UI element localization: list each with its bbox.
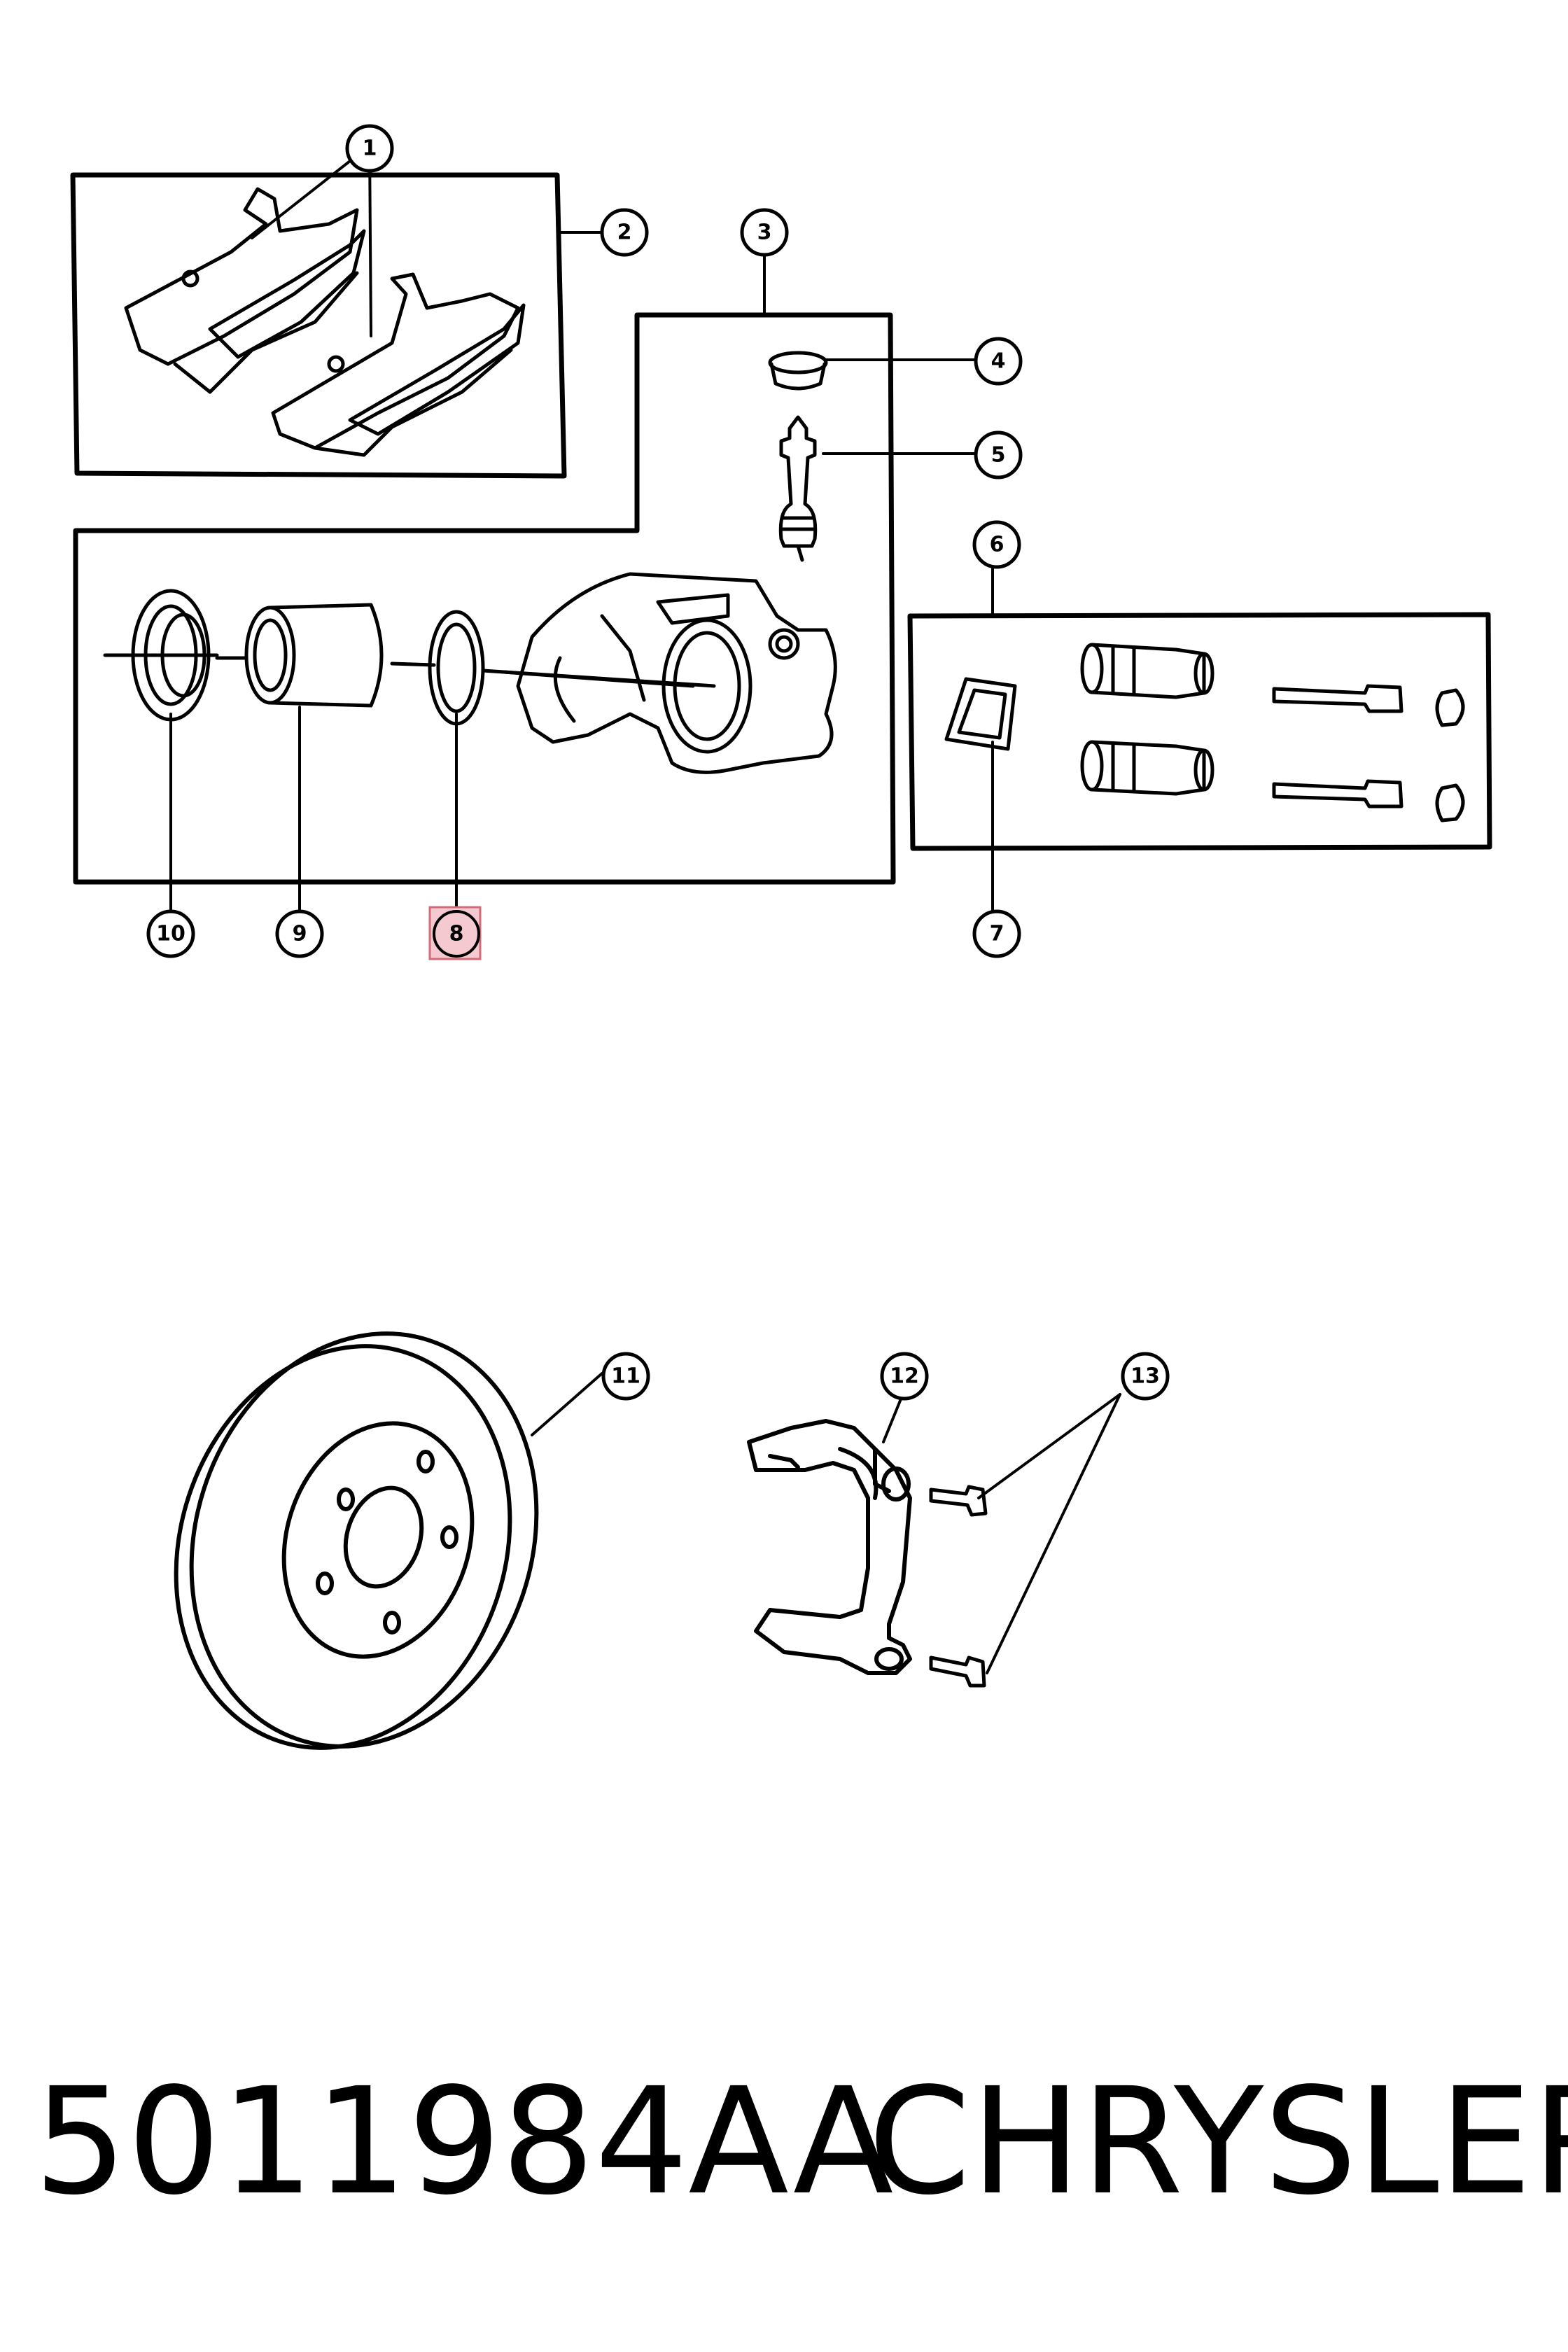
callout-4-label: 4 xyxy=(991,349,1006,374)
brake-rotor-illustration xyxy=(174,1331,539,1750)
brake-pad-illustration xyxy=(124,187,526,457)
callout-8-circle xyxy=(433,910,480,958)
callout-13-circle xyxy=(1121,1352,1170,1401)
callout-5-circle xyxy=(974,430,1023,479)
callout-7-label: 7 xyxy=(990,922,1004,946)
callout-11-label: 11 xyxy=(611,1364,640,1389)
callout-1-circle xyxy=(345,124,394,173)
footer: 5011984AA CHRYSLER xyxy=(0,2051,1568,2233)
callout-10-circle xyxy=(146,909,195,958)
brand-name: CHRYSLER xyxy=(868,2056,1568,2227)
callout-10-label: 10 xyxy=(156,922,186,946)
callout-9-label: 9 xyxy=(293,922,307,946)
caliper-group-box xyxy=(73,312,896,885)
brake-pad-group-box xyxy=(70,172,567,479)
callout-12-circle xyxy=(880,1352,929,1401)
callout-9-circle xyxy=(275,909,324,958)
callout-6-circle xyxy=(972,520,1021,569)
callout-5-label: 5 xyxy=(991,443,1006,468)
callout-13-label: 13 xyxy=(1130,1364,1160,1389)
callout-6-label: 6 xyxy=(990,533,1004,557)
callout-3-label: 3 xyxy=(757,220,772,245)
part-number: 5011984AA xyxy=(34,2056,894,2227)
mounting-bolts-illustration xyxy=(929,1485,988,1688)
callout-12-label: 12 xyxy=(890,1364,919,1389)
hardware-kit-box xyxy=(907,612,1492,851)
hardware-kit-illustration xyxy=(944,643,1465,822)
callout-11-circle xyxy=(601,1352,650,1401)
callout-2-label: 2 xyxy=(617,220,632,245)
callout-1-label: 1 xyxy=(363,136,377,161)
callout-8-label: 8 xyxy=(449,922,464,946)
caliper-parts-illustration xyxy=(103,572,837,774)
callout-7-circle xyxy=(972,909,1021,958)
callout-2-circle xyxy=(600,208,649,257)
caliper-adapter-illustration xyxy=(747,1419,912,1675)
callout-3-circle xyxy=(740,208,789,257)
bleeder-cap-illustration xyxy=(768,351,828,562)
callout-4-circle xyxy=(974,337,1023,386)
